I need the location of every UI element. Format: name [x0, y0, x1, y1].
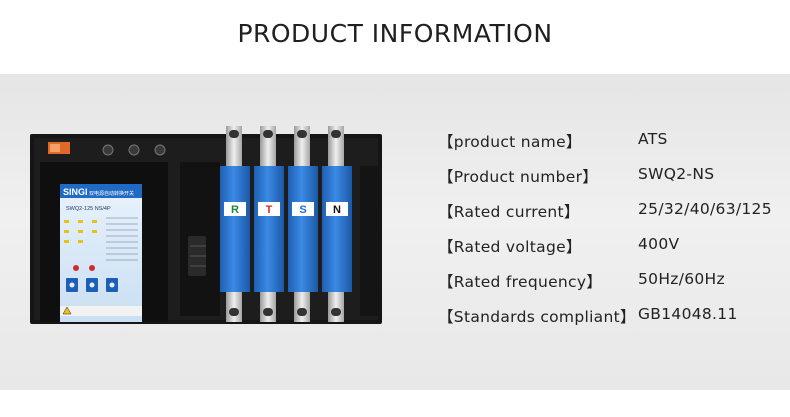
spec-label: 【Product number】 [438, 168, 599, 186]
spec-value: ATS [638, 130, 668, 148]
spec-label: 【Rated current】 [438, 203, 580, 221]
spec-value: 50Hz/60Hz [638, 270, 725, 288]
pole-label-r: R [231, 204, 239, 216]
spec-row: 【product name】 ATS [438, 130, 778, 154]
spec-row: 【Rated current】 25/32/40/63/125 [438, 200, 778, 224]
warning-label [60, 306, 142, 316]
pole-label-n: N [333, 204, 341, 216]
spec-value: GB14048.11 [638, 305, 738, 323]
red-button-2 [89, 265, 95, 271]
spec-row: 【Rated voltage】 400V [438, 235, 778, 259]
spec-value: 25/32/40/63/125 [638, 200, 772, 218]
product-panel: SINGI 双电源自动转换开关 SWQ2-125 NS/4P [0, 74, 790, 390]
pole-r: R [220, 126, 250, 322]
footer [0, 390, 790, 417]
pole-t: T [254, 126, 284, 322]
spec-label: 【product name】 [438, 133, 582, 151]
pole-label-t: T [266, 204, 273, 216]
spec-row: 【Product number】 SWQ2-NS [438, 165, 778, 189]
pole-label-s: S [299, 204, 306, 216]
spec-label: 【Rated voltage】 [438, 238, 582, 256]
brand-logo: SINGI [63, 187, 88, 197]
spec-label: 【Rated frequency】 [438, 273, 603, 291]
pole-s: S [288, 126, 318, 322]
spec-value: 400V [638, 235, 680, 253]
top-screw-3 [154, 144, 166, 156]
header: PRODUCT INFORMATION [0, 0, 790, 72]
ats-product-image: SINGI 双电源自动转换开关 SWQ2-125 NS/4P [30, 126, 382, 324]
pole-n: N [322, 126, 352, 322]
spec-row: 【Standards compliant】 GB14048.11 [438, 305, 778, 329]
nameplate [60, 184, 142, 322]
top-screw-1 [102, 144, 114, 156]
model-label: SWQ2-125 NS/4P [66, 206, 111, 212]
spec-label: 【Standards compliant】 [438, 308, 636, 326]
spec-row: 【Rated frequency】 50Hz/60Hz [438, 270, 778, 294]
page-title: PRODUCT INFORMATION [237, 19, 553, 48]
red-button-1 [73, 265, 79, 271]
spec-value: SWQ2-NS [638, 165, 715, 183]
chinese-title: 双电源自动转换开关 [89, 190, 134, 197]
top-screw-2 [128, 144, 140, 156]
